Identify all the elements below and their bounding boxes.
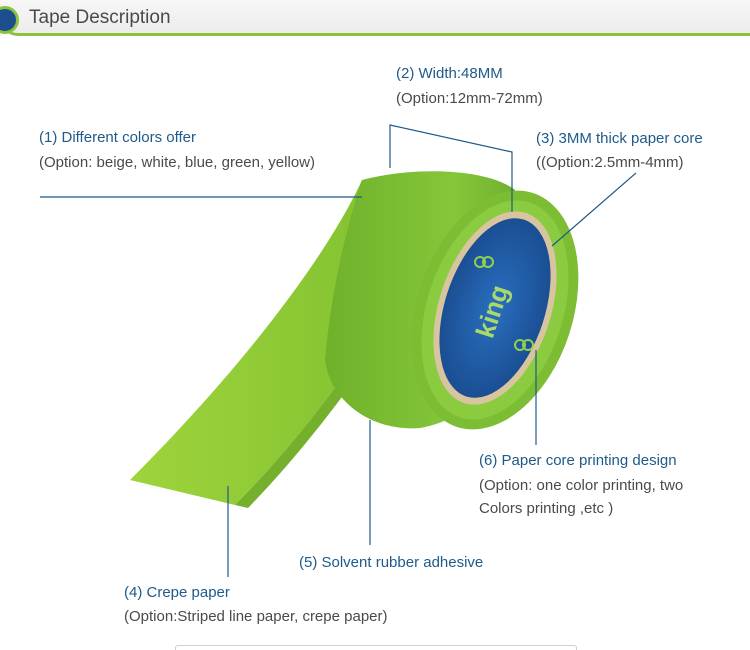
callout-3-title: (3) 3MM thick paper core xyxy=(536,130,703,147)
section-title: Tape Description xyxy=(29,7,171,28)
leader-line-2 xyxy=(389,124,513,212)
callout-1-title: (1) Different colors offer xyxy=(39,129,197,146)
leader-line-3 xyxy=(551,172,637,247)
leader-lines xyxy=(40,124,637,577)
callout-6-option-line2: Colors printing ,etc ) xyxy=(479,500,614,517)
callout-6-title: (6) Paper core printing design xyxy=(479,452,677,469)
callout-4-title: (4) Crepe paper xyxy=(124,584,230,601)
callout-1-option: (Option: beige, white, blue, green, yell… xyxy=(39,154,315,171)
callout-2-option: (Option:12mm-72mm) xyxy=(396,90,543,107)
callout-5-title: (5) Solvent rubber adhesive xyxy=(299,554,484,571)
bottom-divider xyxy=(175,645,577,650)
callout-3-option: ((Option:2.5mm-4mm) xyxy=(536,154,684,171)
section-header: Tape Description xyxy=(0,0,750,40)
callout-6-option-line1: (Option: one color printing, two xyxy=(479,477,684,494)
owl-print-icon xyxy=(474,256,534,351)
printed-core xyxy=(439,218,551,398)
header-bar xyxy=(0,0,750,36)
header-bullet-icon xyxy=(0,6,19,34)
callout-2-title: (2) Width:48MM xyxy=(396,65,503,82)
callout-4-option: (Option:Striped line paper, crepe paper) xyxy=(124,608,388,625)
